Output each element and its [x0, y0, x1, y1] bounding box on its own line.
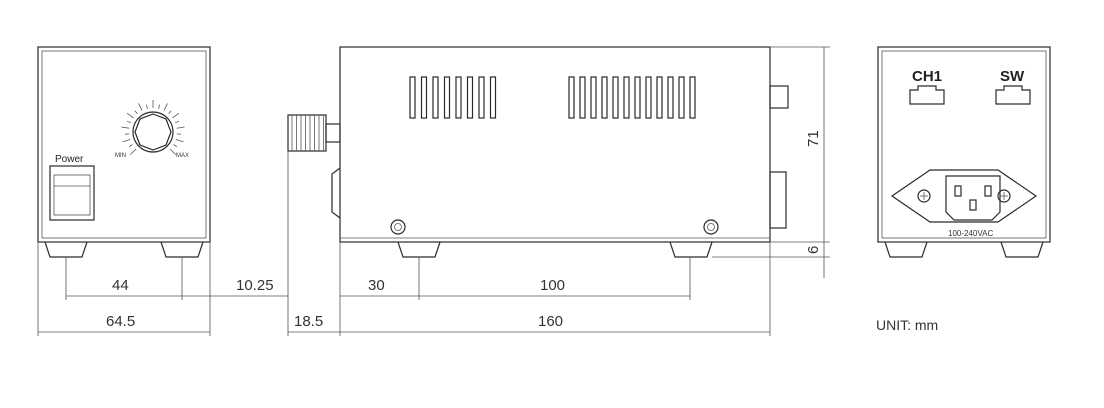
side-knob [287, 114, 327, 152]
dial-tick [173, 144, 178, 147]
dial-min-label: MIN [115, 153, 126, 159]
vent-slot [579, 76, 586, 119]
dim-100: 100 [540, 277, 565, 294]
inlet-voltage-label: 100-240VAC [948, 229, 993, 238]
dimmer-dial [121, 100, 185, 155]
side-left-foot [397, 241, 441, 258]
vent-slot [656, 76, 663, 119]
dial-tick [175, 139, 184, 143]
vent-slot [443, 76, 451, 119]
dial-tick [169, 148, 176, 155]
dial-tick [146, 104, 148, 109]
ac-inlet-flange [890, 169, 1038, 223]
vent-slot [432, 76, 439, 119]
sw-label: SW [1000, 68, 1025, 85]
side-body [339, 46, 771, 243]
rear-connector-side [769, 85, 789, 109]
vent-slot [409, 76, 416, 119]
front-panel-inner [41, 50, 207, 239]
knob-shaft [325, 123, 341, 143]
vent-slots-left [409, 76, 497, 119]
sw-connector [995, 85, 1031, 105]
knob-ridges [291, 115, 324, 151]
front-right-foot [160, 241, 204, 258]
dial-tick [130, 148, 137, 155]
vent-slot [623, 76, 630, 119]
vent-slot [489, 76, 497, 119]
dial-tick [176, 126, 185, 129]
vent-slot [568, 76, 575, 119]
front-view: Power MIN MAX 44 64.5 10.25 [37, 46, 288, 336]
rear-view: CH1 SW 100-240VAC [877, 46, 1051, 258]
power-label: Power [55, 154, 84, 165]
vent-slot [466, 76, 474, 119]
inlet-screw-left [917, 189, 931, 203]
dial-tick [134, 110, 138, 115]
vent-slot [634, 76, 641, 119]
inlet-screw-right [997, 189, 1011, 203]
rear-right-foot [1000, 241, 1044, 258]
vent-slots-right [568, 76, 696, 119]
rear-body [877, 46, 1051, 243]
dial-tick [172, 112, 180, 119]
vent-slot [667, 76, 674, 119]
front-left-foot [44, 241, 88, 258]
vent-slot [590, 76, 597, 119]
vent-slot [689, 76, 696, 119]
side-view: 71 6 30 100 18.5 160 [287, 46, 830, 336]
knob-grip [134, 113, 172, 151]
dim-44: 44 [112, 277, 129, 294]
dial-tick [158, 104, 160, 109]
iec-pin-earth [969, 199, 977, 211]
dial-tick [138, 103, 143, 111]
vent-slot [420, 76, 428, 119]
power-switch-rocker [53, 174, 91, 216]
iec-pin-right [984, 185, 992, 197]
iec-socket [945, 175, 1001, 221]
dimmer-knob [132, 111, 174, 153]
dial-max-label: MAX [176, 153, 189, 159]
side-screw-left [390, 219, 406, 235]
vent-slot [478, 76, 485, 119]
rear-left-foot [884, 241, 928, 258]
dim-64-5: 64.5 [106, 313, 135, 330]
power-switch-side [331, 167, 341, 219]
front-body [37, 46, 211, 243]
ch1-label: CH1 [912, 68, 942, 85]
dial-tick [126, 112, 134, 119]
dial-tick [121, 126, 130, 129]
dim-10-25: 10.25 [236, 277, 274, 294]
vent-slot [612, 76, 619, 119]
dim-18-5: 18.5 [294, 313, 323, 330]
iec-pin-left [954, 185, 962, 197]
dial-tick [126, 120, 131, 124]
vent-slot [601, 76, 608, 119]
dial-tick [163, 103, 168, 111]
dial-tick [168, 110, 172, 115]
unit-note: UNIT: mm [876, 317, 938, 333]
dim-71: 71 [805, 130, 822, 147]
dial-tick [128, 144, 133, 147]
power-switch [49, 165, 95, 221]
dim-30: 30 [368, 277, 385, 294]
rear-inlet-side [769, 171, 787, 229]
dial-tick [175, 120, 180, 124]
dim-6: 6 [805, 246, 822, 254]
dim-160: 160 [538, 313, 563, 330]
vent-slot [678, 76, 685, 119]
vent-slot [455, 76, 462, 119]
ch1-connector [909, 85, 945, 105]
side-screw-right [703, 219, 719, 235]
side-right-foot [669, 241, 713, 258]
vent-slot [645, 76, 652, 119]
dial-tick [122, 139, 131, 143]
